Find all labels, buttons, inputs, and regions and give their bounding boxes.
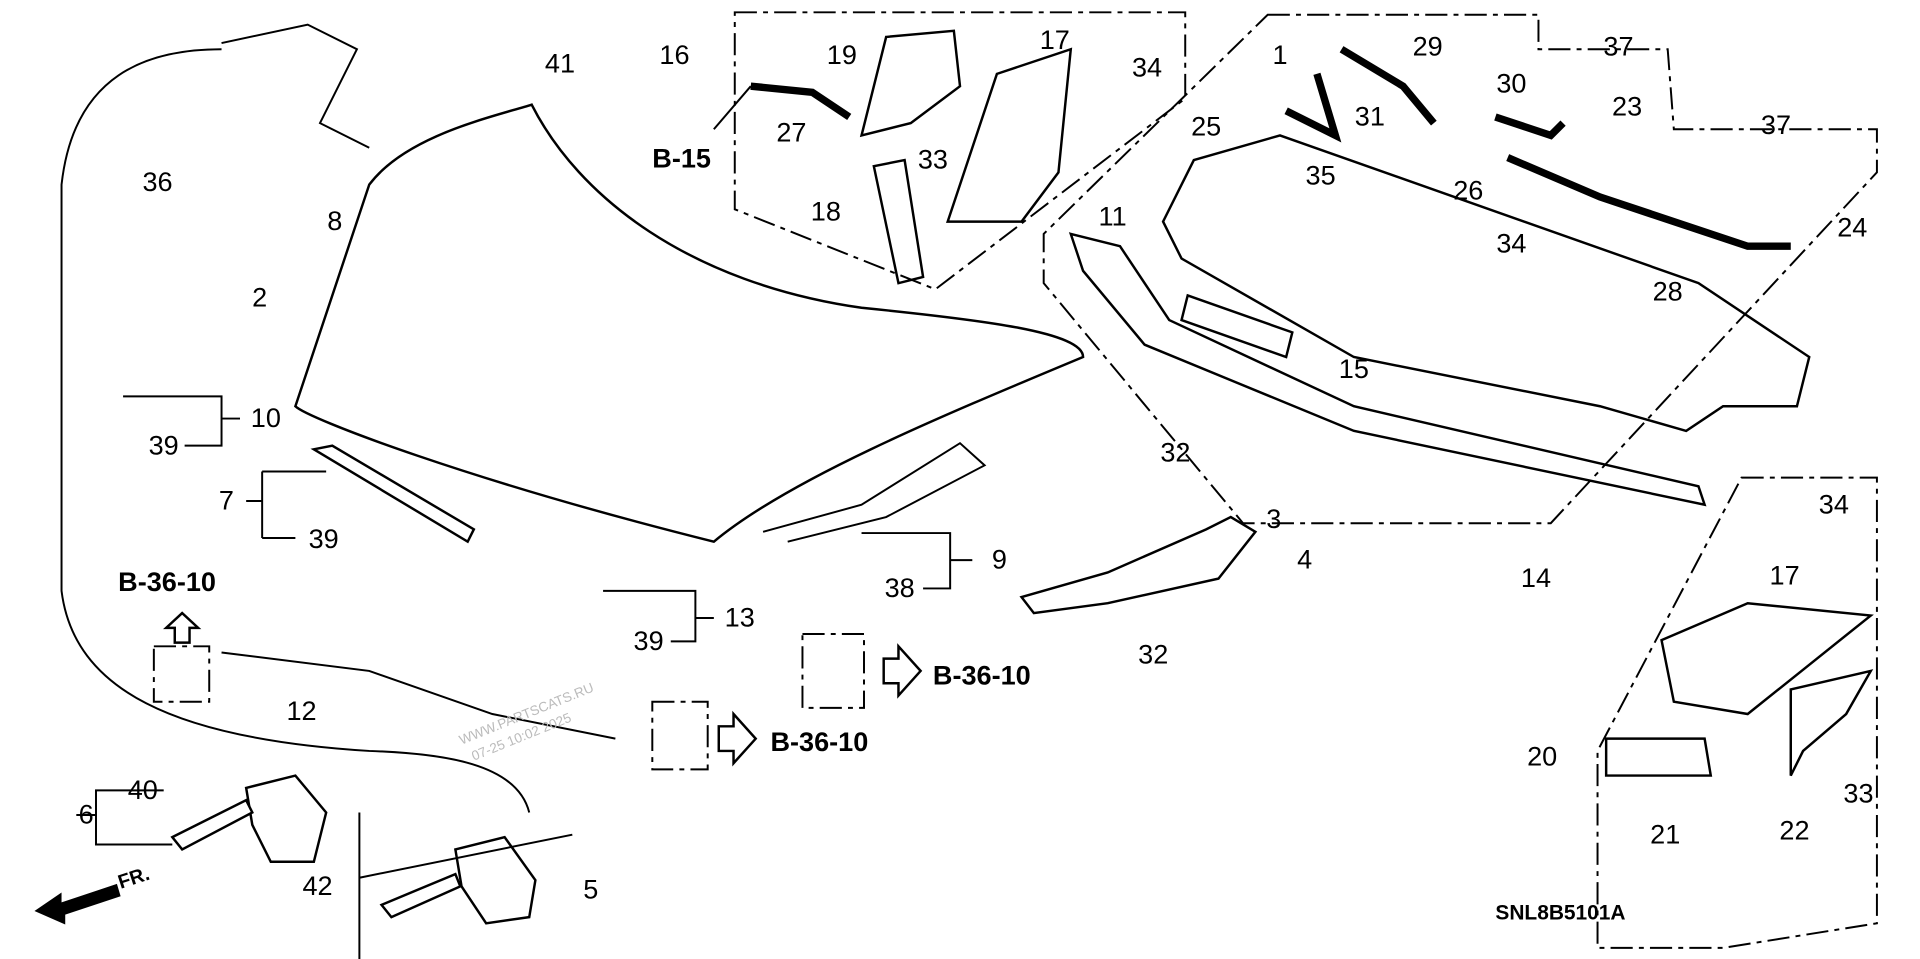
hood-bracket: [310, 444, 476, 544]
part-label-7[interactable]: 7: [219, 485, 234, 516]
duct-part-main: [945, 47, 1073, 223]
part-label-24[interactable]: 24: [1837, 211, 1867, 242]
part-label-23[interactable]: 23: [1612, 91, 1642, 122]
hood-panel[interactable]: [293, 103, 1085, 544]
part-label-19[interactable]: 19: [827, 39, 857, 70]
part-label-16[interactable]: 16: [659, 39, 689, 70]
duct-part-20: [1660, 601, 1874, 716]
part-label-17[interactable]: 17: [1040, 24, 1070, 55]
part-label-2[interactable]: 2: [252, 282, 267, 313]
up-arrow-shape: [163, 611, 202, 644]
part-label-29[interactable]: 29: [1413, 30, 1443, 61]
diagram-code: SNL8B5101A: [1495, 902, 1625, 925]
part-label-1[interactable]: 1: [1272, 39, 1287, 70]
part-label-39[interactable]: 39: [149, 429, 179, 460]
part-label-30[interactable]: 30: [1496, 67, 1526, 98]
reference-link-B-36-10[interactable]: B-36-10: [118, 566, 216, 597]
hood-hinge[interactable]: [1019, 515, 1258, 615]
duct-part-18: [872, 158, 925, 285]
reference-link-B-36-10[interactable]: B-36-10: [770, 726, 868, 757]
front-arrow-shape: [34, 883, 121, 925]
b15-arrow: [713, 85, 752, 130]
lock-strap: [379, 872, 462, 919]
cowl-seal: [1068, 232, 1707, 507]
part-label-20[interactable]: 20: [1527, 741, 1557, 772]
part-label-13[interactable]: 13: [725, 602, 755, 633]
part-label-15[interactable]: 15: [1339, 353, 1369, 384]
part-label-35[interactable]: 35: [1306, 160, 1336, 191]
part-label-36[interactable]: 36: [142, 166, 172, 197]
part-label-18[interactable]: 18: [811, 195, 841, 226]
part-label-41[interactable]: 41: [545, 48, 575, 79]
front-label: FR.: [115, 863, 152, 894]
reference-link-B-15[interactable]: B-15: [652, 142, 711, 173]
part-label-34[interactable]: 34: [1132, 51, 1162, 82]
part-label-39[interactable]: 39: [634, 625, 664, 656]
bracket-7: [246, 470, 327, 539]
part-label-37[interactable]: 37: [1603, 30, 1633, 61]
part-label-33[interactable]: 33: [1843, 778, 1873, 809]
part-label-21[interactable]: 21: [1650, 818, 1680, 849]
part-label-33[interactable]: 33: [918, 144, 948, 175]
cable-12: [221, 651, 616, 740]
part-label-17[interactable]: 17: [1770, 560, 1800, 591]
part-label-9[interactable]: 9: [992, 544, 1007, 575]
latch-strap: [170, 798, 254, 851]
group-box-20: [1596, 476, 1878, 949]
cable-upper: [221, 23, 370, 149]
part-label-12[interactable]: 12: [286, 695, 316, 726]
part-label-11[interactable]: 11: [1099, 200, 1127, 231]
part-label-32[interactable]: 32: [1160, 437, 1190, 468]
part-label-37[interactable]: 37: [1761, 109, 1791, 140]
part-label-14[interactable]: 14: [1521, 562, 1551, 593]
hood-release-cable: [60, 48, 531, 813]
part-label-31[interactable]: 31: [1355, 101, 1385, 132]
bracket-10: [123, 395, 240, 447]
hose-28: [1506, 154, 1791, 250]
duct-part-21: [1604, 737, 1713, 777]
ref-box-bumper: [801, 633, 865, 709]
duct-part-22: [1789, 669, 1874, 777]
part-label-8[interactable]: 8: [327, 205, 342, 236]
part-label-25[interactable]: 25: [1191, 110, 1221, 141]
bracket-9: [861, 532, 973, 590]
part-label-32[interactable]: 32: [1138, 639, 1168, 670]
part-label-22[interactable]: 22: [1779, 815, 1809, 846]
hose-27: [750, 82, 852, 121]
reference-link-B-36-10[interactable]: B-36-10: [933, 659, 1031, 690]
hood-frame-line: [358, 812, 573, 959]
hose-31: [1284, 72, 1342, 143]
cowl-top[interactable]: [1161, 134, 1811, 433]
part-label-40[interactable]: 40: [128, 774, 158, 805]
ref-box-clip2: [651, 700, 709, 771]
part-label-26[interactable]: 26: [1453, 174, 1483, 205]
part-label-42[interactable]: 42: [302, 870, 332, 901]
ref-box-clip: [152, 645, 211, 703]
part-label-27[interactable]: 27: [776, 117, 806, 148]
group-box-16: [733, 11, 1187, 291]
hose-30: [1494, 113, 1566, 140]
hose-29: [1339, 46, 1437, 126]
right-arrow-shape-1: [882, 643, 923, 699]
cowl-grille: [1180, 293, 1294, 359]
part-label-34[interactable]: 34: [1496, 227, 1526, 258]
part-label-10[interactable]: 10: [251, 402, 281, 433]
hood-latch[interactable]: [244, 774, 328, 863]
hood-seal: [762, 441, 987, 543]
bracket-6: [76, 789, 173, 846]
duct-part-19: [859, 29, 962, 138]
part-label-38[interactable]: 38: [885, 572, 915, 603]
part-label-28[interactable]: 28: [1653, 275, 1683, 306]
part-label-34[interactable]: 34: [1819, 488, 1849, 519]
part-label-4[interactable]: 4: [1297, 544, 1312, 575]
right-arrow-shape-2: [717, 710, 758, 767]
part-label-39[interactable]: 39: [309, 523, 339, 554]
part-label-3[interactable]: 3: [1266, 503, 1281, 534]
part-label-6[interactable]: 6: [79, 799, 94, 830]
group-box-14: [1042, 13, 1878, 525]
bracket-13: [603, 589, 714, 643]
part-label-5[interactable]: 5: [583, 874, 598, 905]
